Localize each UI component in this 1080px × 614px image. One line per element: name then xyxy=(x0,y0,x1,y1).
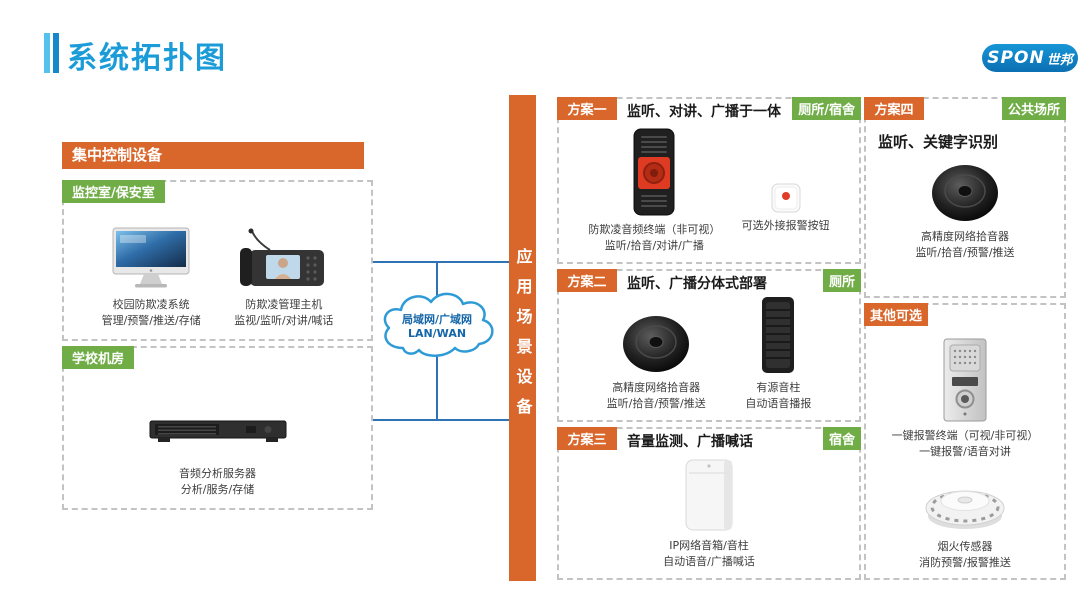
plan-tag: 方案三 xyxy=(557,427,617,450)
logo-brand-text: SPON xyxy=(987,48,1045,68)
plan-title: 监听、对讲、广播于一体 xyxy=(627,103,781,120)
device-desc: 消防预警/报警推送 xyxy=(919,555,1011,569)
plan2-panel: 方案二 监听、广播分体式部署 厕所 高精度网络拾音器 监听/拾音/预警/推送 xyxy=(557,269,861,422)
location-tag: 厕所 xyxy=(822,269,861,292)
device-desc: 分析/服务/存储 xyxy=(180,483,255,497)
title-accent-bar-dark xyxy=(53,33,59,73)
ip-speaker-icon xyxy=(685,459,733,531)
one-key-alarm-terminal-icon xyxy=(943,338,987,422)
device-group-alarm-button: 可选外接报警按钮 xyxy=(742,183,830,234)
device-name: 高精度网络拾音器 xyxy=(612,381,701,395)
plan-content: IP网络音箱/音柱 自动语音/广播喊话 xyxy=(559,429,859,578)
plan-content: 高精度网络拾音器 监听/拾音/预警/推送 有源音柱 xyxy=(559,271,859,420)
device-name: 校园防欺凌系统 xyxy=(112,298,190,312)
bus-label: 应用场景设备 xyxy=(513,248,533,428)
anti-bullying-terminal-icon xyxy=(633,128,675,216)
plan-content: 防欺凌音频终端（非可视） 监听/拾音/对讲/广播 可选外接报警按钮 xyxy=(559,99,859,262)
device-name: 防欺凌音频终端（非可视） xyxy=(588,223,721,237)
room-box-server-room: 学校机房 音频分析服务器 分 xyxy=(62,346,373,510)
plan-title: 音量监测、广播喊话 xyxy=(627,433,753,450)
location-tag: 公共场所 xyxy=(1001,97,1066,120)
plan-tag: 方案四 xyxy=(864,97,924,120)
device-name: 有源音柱 xyxy=(756,381,801,395)
network-pickup-icon xyxy=(623,316,690,373)
device-group-column-speaker: 有源音柱 自动语音播报 xyxy=(745,295,811,412)
control-section-header: 集中控制设备 xyxy=(62,142,364,169)
device-group-management-host: 防欺凌管理主机 监视/监听/对讲/喊话 xyxy=(234,228,333,329)
plan-tag: 其他可选 xyxy=(864,303,929,326)
network-pickup-icon xyxy=(932,165,998,221)
device-desc: 监听/拾音/对讲/广播 xyxy=(604,239,704,253)
device-name: 音频分析服务器 xyxy=(179,467,256,481)
page-title: 系统拓扑图 xyxy=(67,41,227,76)
plan-tag: 方案一 xyxy=(557,97,617,120)
device-name: 高精度网络拾音器 xyxy=(921,230,1009,243)
device-group-ip-speaker: IP网络音箱/音柱 自动语音/广播喊话 xyxy=(663,457,755,570)
device-group-smoke-sensor: 烟火传感器 消防预警/报警推送 xyxy=(866,474,1064,571)
rack-server-icon xyxy=(149,420,286,443)
device-group-pickup: 高精度网络拾音器 监听/拾音/预警/推送 xyxy=(866,162,1064,261)
title-accent-bar-light xyxy=(44,33,50,73)
room-label: 学校机房 xyxy=(62,346,135,369)
device-name: 一键报警终端（可视/非可视） xyxy=(891,429,1039,442)
plan3-panel: 方案三 音量监测、广播喊话 宿舍 IP网络音箱/音柱 自动语音/广播喊话 xyxy=(557,427,861,580)
room-content: 校园防欺凌系统 管理/预警/推送/存储 xyxy=(64,182,371,339)
network-abbr: LAN/WAN xyxy=(407,327,467,340)
cloud-label: 局域网/广域网 LAN/WAN xyxy=(375,288,499,362)
lan-wan-cloud: 局域网/广域网 LAN/WAN xyxy=(375,288,499,362)
room-box-monitoring: 监控室/保安室 校园防欺凌系统 管理/预警/推送/存储 xyxy=(62,180,373,341)
device-group-pickup: 高精度网络拾音器 监听/拾音/预警/推送 xyxy=(607,313,706,412)
device-name: 防欺凌管理主机 xyxy=(245,298,323,312)
room-content: 音频分析服务器 分析/服务/存储 xyxy=(64,348,371,508)
device-desc: 监听/拾音/预警/推送 xyxy=(915,245,1015,259)
location-tag: 宿舍 xyxy=(822,427,861,450)
network-name: 局域网/广域网 xyxy=(401,312,473,326)
device-desc: 一键报警/语音对讲 xyxy=(919,444,1011,458)
plan-title: 监听、广播分体式部署 xyxy=(627,275,767,292)
smoke-sensor-icon xyxy=(925,490,1005,529)
column-speaker-icon xyxy=(762,297,795,374)
device-desc: 自动语音/广播喊话 xyxy=(663,555,755,569)
plan-title: 监听、关键字识别 xyxy=(878,133,999,151)
device-name: 可选外接报警按钮 xyxy=(741,219,830,233)
device-desc: 监听/拾音/预警/推送 xyxy=(606,397,706,411)
location-tag: 厕所/宿舍 xyxy=(792,97,861,120)
device-name: 烟火传感器 xyxy=(937,539,993,553)
optional-panel: 其他可选 一键报警终端（可视/非可视） 一键报警/语音对讲 xyxy=(864,303,1066,580)
logo-suffix-text: 世邦 xyxy=(1046,52,1073,68)
desktop-computer-icon xyxy=(112,227,190,288)
device-name: IP网络音箱/音柱 xyxy=(669,539,749,553)
device-group-campus-system: 校园防欺凌系统 管理/预警/推送/存储 xyxy=(102,226,201,329)
device-group-alarm-terminal: 一键报警终端（可视/非可视） 一键报警/语音对讲 xyxy=(866,337,1064,460)
plan4-panel: 方案四 公共场所 监听、关键字识别 高精度网络拾音器 监听/拾音/预警/推送 xyxy=(864,97,1066,298)
spon-logo: SPON 世邦 xyxy=(982,44,1078,72)
plan1-panel: 方案一 监听、对讲、广播于一体 厕所/宿舍 xyxy=(557,97,861,264)
device-desc: 管理/预警/推送/存储 xyxy=(101,314,201,328)
device-desc: 自动语音播报 xyxy=(745,397,812,411)
device-group-audio-server: 音频分析服务器 分析/服务/存储 xyxy=(148,415,288,498)
cloud-icon xyxy=(383,292,494,357)
device-desc: 监视/监听/对讲/喊话 xyxy=(234,314,334,328)
application-bus: 应用场景设备 xyxy=(509,95,536,581)
plan-tag: 方案二 xyxy=(557,269,617,292)
intercom-host-icon xyxy=(239,228,324,287)
room-label: 监控室/保安室 xyxy=(62,180,165,203)
alarm-button-icon xyxy=(771,183,801,213)
device-group-audio-terminal: 防欺凌音频终端（非可视） 监听/拾音/对讲/广播 xyxy=(588,127,720,254)
